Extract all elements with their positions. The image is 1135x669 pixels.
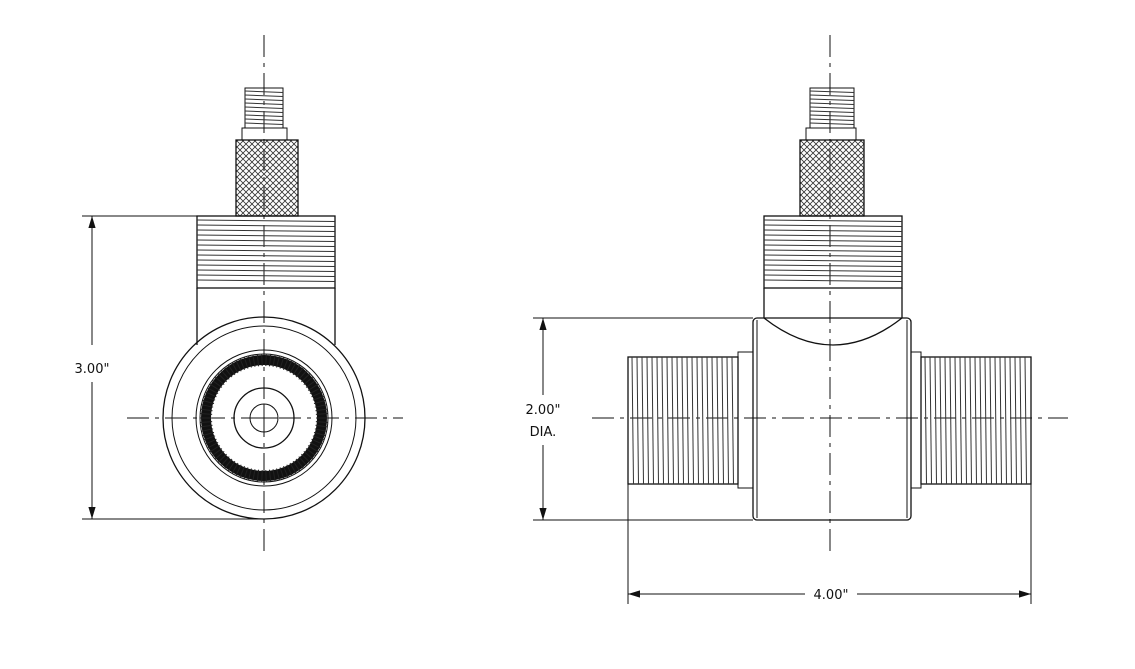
side-view: 2.00" DIA. 4.00" (526, 35, 1068, 604)
connector-thread-side (805, 87, 857, 141)
diameter-suffix-label: DIA. (530, 425, 557, 440)
diameter-dimension-label: 2.00" (526, 403, 561, 418)
left-pipe-thread (627, 351, 754, 489)
connector-thread (241, 87, 288, 141)
length-dimension: 4.00" (627, 484, 1032, 604)
knurled-nut-side (799, 139, 865, 217)
right-pipe-thread (910, 351, 1032, 489)
main-body (752, 288, 912, 521)
knurled-nut (235, 139, 299, 217)
height-dimension: 3.00" (75, 215, 264, 520)
height-dimension-label: 3.00" (75, 362, 110, 377)
body-thread-side (763, 215, 903, 289)
body-thread (196, 215, 336, 289)
length-dimension-label: 4.00" (814, 588, 849, 603)
front-view: 3.00" (75, 35, 403, 555)
diameter-dimension: 2.00" DIA. (526, 317, 753, 521)
